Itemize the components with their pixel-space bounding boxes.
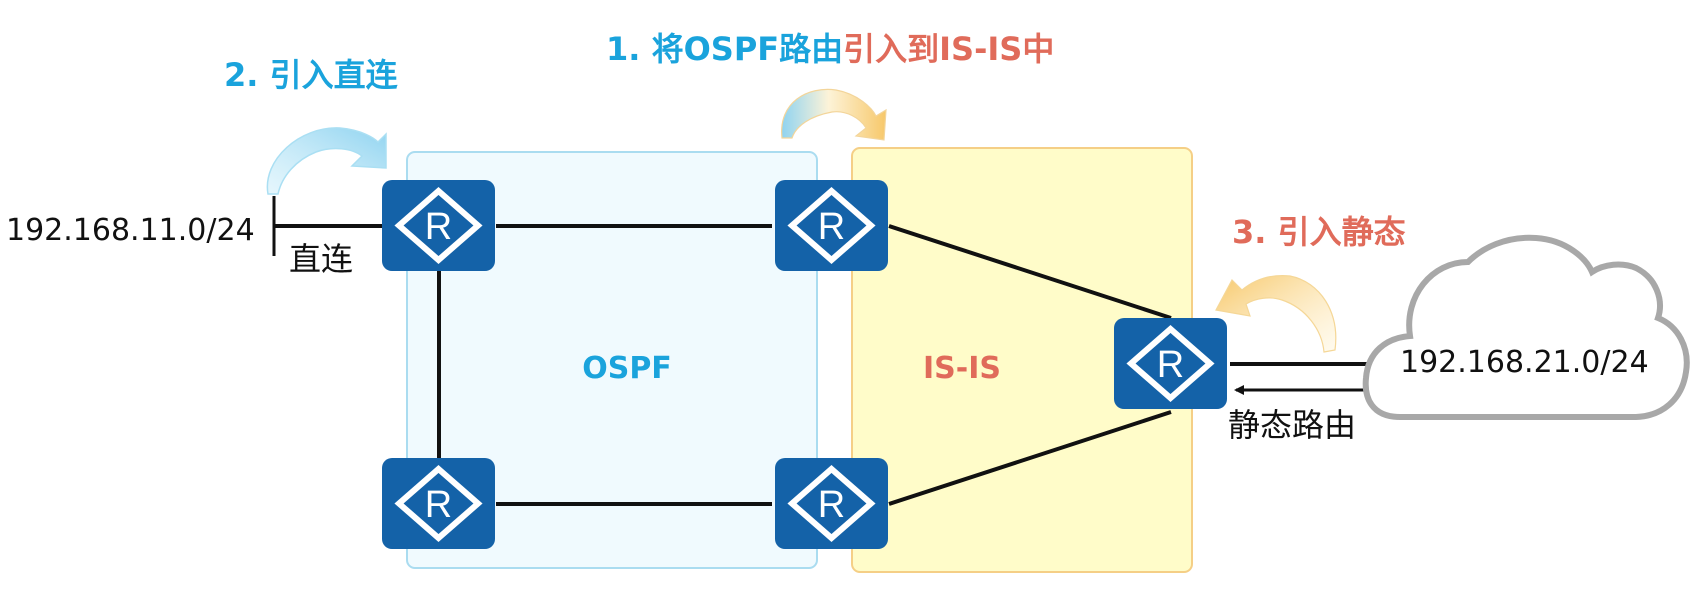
step3-title: 3. 引入静态 [1232,213,1406,251]
direct-link-label: 直连 [289,240,353,278]
step1-title-red: 引入到IS-IS中 [843,30,1054,68]
link-isis-top [888,224,1172,320]
router-icon[interactable] [1114,318,1227,409]
ospf-area [406,151,818,569]
link-isis-bottom [888,410,1172,506]
direct-network-label: 192.168.11.0/24 [6,213,255,248]
ospf-area-label: OSPF [582,351,672,386]
redistribute-static-arrow-icon [1215,275,1337,353]
links [274,224,1380,506]
static-route-label: 静态路由 [1228,406,1356,444]
redistribute-ospf-arrow-icon [781,88,887,141]
router-icon[interactable] [775,458,888,549]
router-icon[interactable] [775,180,888,271]
external-network-cloud [1362,234,1690,420]
static-network-label: 192.168.21.0/24 [1400,345,1649,380]
step2-title: 2. 引入直连 [224,56,398,94]
redistribute-direct-arrow-icon [266,127,387,195]
router-icon[interactable] [382,458,495,549]
step1-title-blue: 1. 将OSPF路由 [606,30,843,68]
router-icon[interactable] [382,180,495,271]
step1-title: 1. 将OSPF路由引入到IS-IS中 [606,30,1054,68]
isis-area-label: IS-IS [923,351,1001,386]
